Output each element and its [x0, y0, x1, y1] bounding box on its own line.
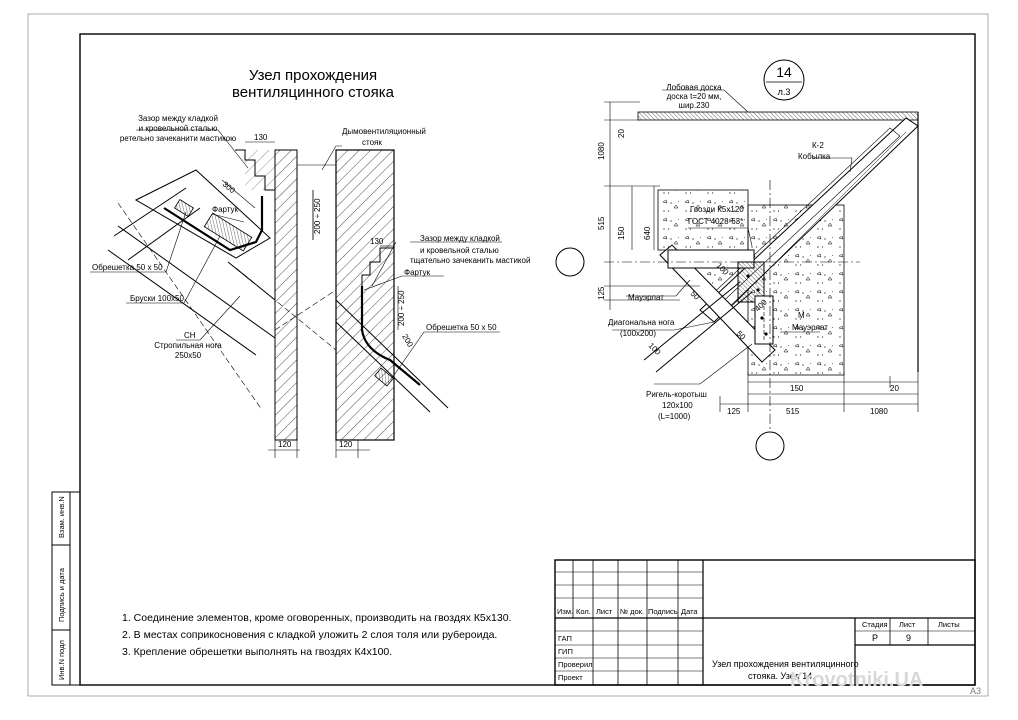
label-gvozdi-2: ГОСТ 4028-63*: [688, 217, 743, 226]
label-kobylka: Кобылка: [798, 152, 831, 161]
stamp-inv: Инв.N подл: [57, 640, 66, 680]
dim-200-250-a: 200 ÷ 250: [313, 198, 322, 234]
callout-chimney-1: Дымовентиляционный: [342, 127, 426, 136]
tb-name-line2: стояка. Узел 14.: [748, 671, 815, 681]
dim-bottom-125: 125: [727, 407, 741, 416]
dim-bottom-515: 515: [786, 407, 800, 416]
tb-stadia-value: Р: [872, 633, 878, 643]
sheet-frame: [79, 33, 976, 686]
dim-130-right: 130: [370, 237, 384, 246]
dim-bottom-150: 150: [790, 384, 804, 393]
tb-row-proekt: Проект: [558, 673, 583, 682]
label-bruski: Бруски 100х50: [130, 294, 185, 303]
label-k2: К-2: [812, 141, 824, 150]
callout-gap-top-1: Зазор между кладкой: [138, 114, 218, 123]
label-sn: СН: [184, 331, 196, 340]
dim-300: 300: [221, 180, 237, 196]
callout-gap-right-1: Зазор между кладкой: [420, 234, 500, 243]
general-notes: 1. Соединение элементов, кроме оговоренн…: [122, 610, 511, 661]
tb-name-line1: Узел прохождения вентиляцинного: [712, 659, 859, 669]
label-mauerlat-right: Мауэрлат: [792, 323, 828, 332]
tb-row-gap: ГАП: [558, 634, 572, 643]
right-detail-drawing: [555, 59, 919, 461]
tb-list-value: 9: [906, 633, 911, 643]
callout-gap-top-2: и кровельной сталью: [139, 124, 218, 133]
label-lobovaya-1: Лобовая доска: [666, 83, 722, 92]
dim-130-top: 130: [254, 133, 268, 142]
sheet-outer-border: [27, 13, 989, 697]
callout-gap-top-3: ретельно зачеканити мастикою: [120, 134, 236, 143]
dim-left-150: 150: [617, 226, 626, 240]
callout-chimney-2: стояк: [362, 138, 382, 147]
dim-left-640: 640: [643, 226, 652, 240]
label-rafter-2: 250х50: [175, 351, 202, 360]
tb-row-gip: ГИП: [558, 647, 573, 656]
side-stamp-block: [51, 491, 81, 686]
tb-col-doc: № док.: [620, 607, 644, 616]
label-lobovaya-2: доска t=20 мм,: [667, 92, 722, 101]
tb-col-kol: Кол.: [576, 607, 591, 616]
label-rigel-3: (L=1000): [658, 412, 691, 421]
stamp-podpis: Подпись и дата: [57, 567, 66, 622]
watermark: Krovotniki.UA: [790, 669, 923, 691]
label-diag-1: Диагональна нога: [608, 318, 675, 327]
title-block: [554, 559, 976, 686]
dim-left-125: 125: [597, 286, 606, 300]
axis-bubble-left: [555, 247, 585, 277]
callout-gap-right-2: и кровельной сталью: [420, 246, 499, 255]
left-labels: Зазор между кладкой и кровельной сталью …: [92, 114, 530, 449]
title-block-labels: Изм. Кол. Лист № док. Подпись Дата ГАП Г…: [557, 607, 960, 682]
drawing-title-line1: Узел прохождения: [249, 67, 377, 84]
dim-120-a: 120: [278, 440, 292, 449]
dim-left-1080: 1080: [597, 142, 606, 160]
format-label: А3: [970, 686, 981, 696]
axis-bubble-bottom: [755, 431, 785, 461]
node-marker: [763, 59, 805, 101]
node-sheet: л.3: [778, 87, 791, 97]
label-fartuk-right: Фартук: [404, 268, 431, 277]
note-2: 2. В местах соприкосновения с кладкой ул…: [122, 629, 498, 641]
dim-200: 200: [400, 333, 415, 350]
dim-120-b: 120: [339, 440, 353, 449]
dim-200-250-b: 200 ÷ 250: [397, 290, 406, 326]
tb-col-izm: Изм.: [557, 607, 573, 616]
dim-bottom-1080: 1080: [870, 407, 888, 416]
label-obreshetka-right: Обрешетка 50 х 50: [426, 323, 497, 332]
tb-stadia-header: Стадия: [862, 620, 888, 629]
tb-list-header: Лист: [899, 620, 916, 629]
stamp-vzam: Взам. инв.N: [57, 496, 66, 538]
tb-col-list: Лист: [596, 607, 613, 616]
note-3: 3. Крепление обрешетки выполнять на гвоз…: [122, 646, 393, 658]
node-number: 14: [776, 64, 792, 80]
dim-100-b: 100: [647, 341, 663, 357]
tb-listy-header: Листы: [938, 620, 960, 629]
label-gvozdi-1: Гвозди К5х120: [690, 205, 744, 214]
tb-row-proveril: Проверил: [558, 660, 593, 669]
tb-col-podpis: Подпись: [648, 607, 678, 616]
left-detail-drawing: [90, 129, 502, 458]
label-rigel-1: Ригель-коротыш: [646, 390, 707, 399]
dim-left-515: 515: [597, 216, 606, 230]
label-fartuk-left: Фартук: [212, 205, 239, 214]
note-1: 1. Соединение элементов, кроме оговоренн…: [122, 612, 512, 624]
label-mauerlat-left: Мауэрлат: [628, 293, 664, 302]
label-diag-2: (100х200): [620, 329, 656, 338]
label-m: М: [798, 311, 805, 320]
label-obreshetka-left: Обрешетка 50 х 50: [92, 263, 163, 272]
drawing-title-line2: вентиляцинного стояка: [232, 84, 395, 101]
label-lobovaya-3: шир.230: [679, 101, 710, 110]
dim-left-20: 20: [617, 129, 626, 138]
callout-gap-right-3: тщательно зачеканить мастикой: [410, 256, 530, 265]
label-rigel-2: 120х100: [662, 401, 693, 410]
dim-bottom-20: 20: [890, 384, 899, 393]
label-rafter-1: Стропильная нога: [154, 341, 222, 350]
tb-col-data: Дата: [681, 607, 698, 616]
